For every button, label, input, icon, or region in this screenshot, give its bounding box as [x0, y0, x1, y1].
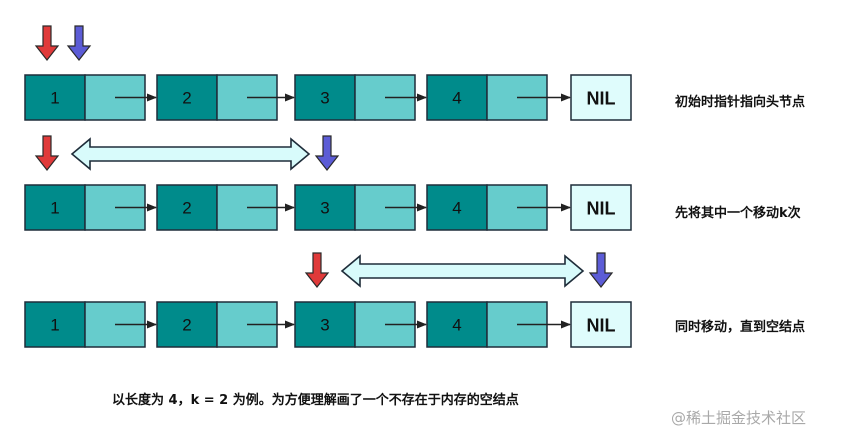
node-1-label: 1	[50, 316, 59, 335]
node-1-label: 1	[50, 89, 59, 108]
gap-double-arrow-3	[340, 254, 585, 288]
node-1-value-cell	[24, 74, 86, 121]
slow-pointer-arrow-2	[34, 135, 60, 171]
slow-pointer-arrow-3	[304, 252, 330, 288]
node-2-label: 2	[182, 199, 191, 218]
nil-label: NIL	[587, 89, 616, 109]
node-3-value-cell	[294, 184, 356, 231]
fast-pointer-arrow-1	[66, 25, 92, 61]
node-4-value-cell	[426, 301, 488, 348]
fast-pointer-arrow-2	[314, 135, 340, 171]
node-3-label: 3	[320, 316, 329, 335]
gap-double-arrow-2	[70, 137, 311, 171]
caption: 以长度为 4，k = 2 为例。为方便理解画了一个不存在于内存的空结点	[112, 393, 519, 408]
step-label-3: 同时移动，直到空结点	[675, 320, 806, 335]
slow-pointer-arrow-1	[34, 25, 60, 61]
node-2-label: 2	[182, 316, 191, 335]
nil-node	[570, 301, 632, 348]
node-1-value-cell	[24, 301, 86, 348]
node-3-label: 3	[320, 89, 329, 108]
node-4-label: 4	[452, 316, 461, 335]
node-3-value-cell	[294, 74, 356, 121]
nil-label: NIL	[587, 316, 616, 336]
nil-label: NIL	[587, 199, 616, 219]
list-row-1: 1 2 3 4 NIL	[24, 74, 632, 121]
list-row-2: 1 2 3 4 NIL	[24, 184, 632, 231]
step-label-1: 初始时指针指向头节点	[675, 95, 806, 110]
node-2-value-cell	[156, 301, 218, 348]
watermark: @稀土掘金技术社区	[671, 409, 807, 427]
step-label-2: 先将其中一个移动k次	[675, 206, 801, 221]
nil-node	[570, 184, 632, 231]
node-2-value-cell	[156, 184, 218, 231]
node-3-value-cell	[294, 301, 356, 348]
node-4-label: 4	[452, 89, 461, 108]
node-2-label: 2	[182, 89, 191, 108]
fast-pointer-arrow-3	[588, 252, 614, 288]
node-4-label: 4	[452, 199, 461, 218]
nil-node	[570, 74, 632, 121]
node-3-label: 3	[320, 199, 329, 218]
list-row-3: 1 2 3 4 NIL	[24, 301, 632, 348]
node-1-label: 1	[50, 199, 59, 218]
